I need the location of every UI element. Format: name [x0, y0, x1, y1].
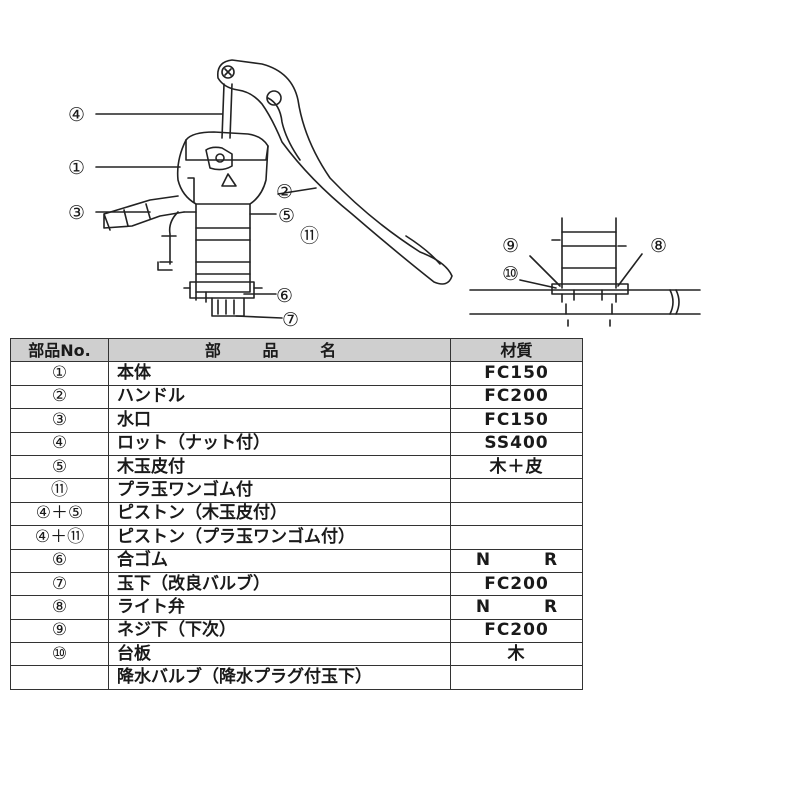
part-material: N R — [450, 548, 583, 573]
table-row: 降水バルブ（降水プラグ付玉下） — [10, 665, 583, 690]
part-name: 木玉皮付 — [108, 454, 451, 480]
part-material: 木 — [450, 642, 583, 667]
part-name: 玉下（改良バルブ） — [108, 571, 451, 597]
part-name: 本体 — [108, 361, 451, 386]
pump-foot — [183, 281, 263, 317]
part-no: ⑤ — [10, 454, 109, 480]
part-material: FC200 — [450, 384, 583, 410]
piston-rod — [221, 83, 233, 139]
callout-8: ⑧ — [650, 235, 667, 257]
callout-6: ⑥ — [276, 285, 293, 307]
part-material — [450, 665, 583, 690]
part-name: ライト弁 — [108, 595, 451, 620]
part-material: FC150 — [450, 361, 583, 386]
part-no: ② — [10, 384, 109, 410]
part-no: ③ — [10, 408, 109, 433]
part-no: ④＋⑤ — [10, 501, 109, 527]
pump-diagram: ④ ① ③ ② ⑤ ⑪ ⑥ ⑦ ⑨ ⑧ ⑩ — [0, 0, 812, 340]
pump-spout — [103, 195, 185, 231]
part-no: ① — [10, 361, 109, 386]
part-name: ハンドル — [108, 384, 451, 410]
part-name: 降水バルブ（降水プラグ付玉下） — [108, 665, 451, 690]
pump-handle — [216, 59, 453, 285]
part-no: ④＋⑪ — [10, 525, 109, 550]
callout-4: ④ — [68, 104, 85, 126]
pump-body — [176, 139, 269, 293]
part-material — [450, 478, 583, 503]
part-no: ⑧ — [10, 595, 109, 620]
part-material: FC200 — [450, 618, 583, 644]
part-material: 木＋皮 — [450, 454, 583, 480]
part-name: ネジ下（下次） — [108, 618, 451, 644]
part-name: プラ玉ワンゴム付 — [108, 478, 451, 503]
callout-3: ③ — [68, 202, 85, 224]
part-no: ⑨ — [10, 618, 109, 644]
pump-top — [185, 131, 269, 161]
header-part-no: 部品No. — [10, 337, 109, 363]
part-material — [450, 501, 583, 527]
part-name: 台板 — [108, 642, 451, 667]
callout-7: ⑦ — [282, 309, 299, 331]
leader-2 — [277, 187, 317, 195]
part-no: ⑥ — [10, 548, 109, 573]
part-no: ⑪ — [10, 478, 109, 503]
header-part-name: 部 品 名 — [108, 337, 451, 363]
part-name: 水口 — [108, 408, 451, 433]
part-material — [450, 525, 583, 550]
part-no: ④ — [10, 431, 109, 456]
part-material: SS400 — [450, 431, 583, 456]
part-name: ピストン（プラ玉ワンゴム付） — [108, 525, 451, 550]
callout-1: ① — [68, 157, 85, 179]
part-no — [10, 665, 109, 690]
header-material: 材質 — [450, 337, 583, 363]
part-material: FC150 — [450, 408, 583, 433]
leader-7 — [235, 315, 283, 319]
part-no: ⑦ — [10, 571, 109, 597]
part-name: ロット（ナット付） — [108, 431, 451, 456]
callout-2: ② — [276, 181, 293, 203]
detail-diagram — [469, 217, 701, 327]
part-name: 合ゴム — [108, 548, 451, 573]
pump-diagram-svg: ④ ① ③ ② ⑤ ⑪ ⑥ ⑦ ⑨ ⑧ ⑩ — [68, 59, 701, 331]
callout-5: ⑤ — [278, 205, 295, 227]
part-material: N R — [450, 595, 583, 620]
callout-10: ⑩ — [502, 263, 519, 285]
part-name: ピストン（木玉皮付） — [108, 501, 451, 527]
part-material: FC200 — [450, 571, 583, 597]
table-header-row: 部品No. 部 品 名 材質 — [10, 337, 583, 363]
callout-11: ⑪ — [300, 225, 319, 247]
callout-9: ⑨ — [502, 235, 519, 257]
mounting-bracket — [157, 211, 197, 271]
part-no: ⑩ — [10, 642, 109, 667]
